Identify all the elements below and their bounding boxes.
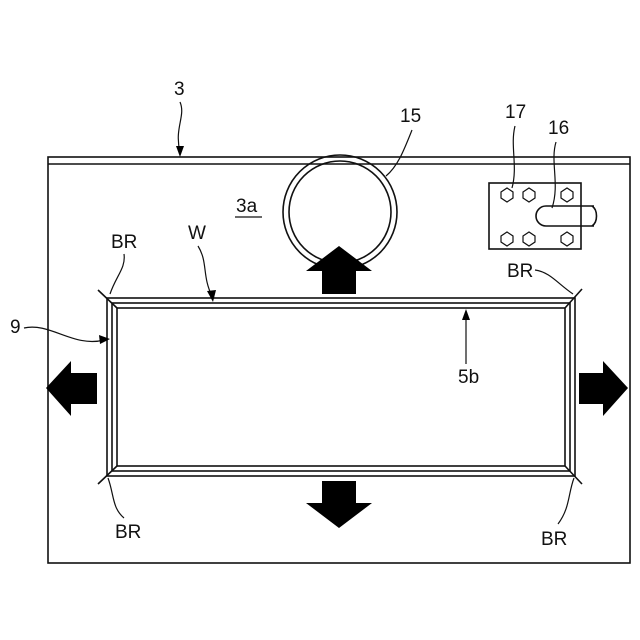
label-15: 15 [400, 106, 421, 127]
label-3a-group: 3a [235, 196, 262, 217]
label-br-top-right: BR [507, 261, 533, 282]
label-15-group: 15 [386, 106, 421, 176]
frame-9 [98, 289, 582, 484]
label-br-top-right-group: BR [507, 261, 573, 294]
label-5b: 5b [458, 367, 479, 388]
arrow-right [579, 361, 628, 416]
label-3-group: 3 [174, 79, 185, 157]
arrow-left [46, 361, 97, 416]
arrow-down [306, 481, 372, 528]
label-br-bottom-right-group: BR [541, 478, 574, 550]
label-9-group: 9 [10, 317, 110, 344]
label-5b-group: 5b [458, 309, 479, 388]
label-br-bottom-left-group: BR [108, 478, 141, 543]
label-17-group: 17 [505, 102, 526, 188]
label-br-bottom-right: BR [541, 529, 567, 550]
label-br-top-left-group: BR [110, 232, 137, 294]
label-w: W [188, 223, 206, 244]
label-9: 9 [10, 317, 21, 338]
bracket-17 [489, 183, 581, 249]
label-17: 17 [505, 102, 526, 123]
label-16-group: 16 [548, 118, 569, 208]
label-16: 16 [548, 118, 569, 139]
pipe-16 [536, 206, 597, 226]
bolt-icon [501, 188, 573, 246]
label-3: 3 [174, 79, 185, 100]
label-w-group: W [188, 223, 216, 302]
arrow-up [306, 246, 372, 294]
label-br-bottom-left: BR [115, 522, 141, 543]
label-3a: 3a [236, 196, 258, 217]
label-br-top-left: BR [111, 232, 137, 253]
